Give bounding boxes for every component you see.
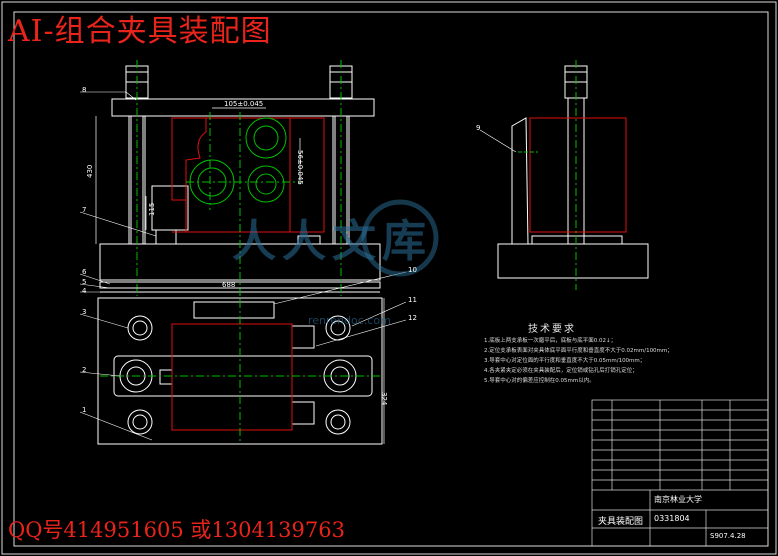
dimension-base-height: 324 bbox=[380, 392, 388, 406]
top-view bbox=[97, 297, 383, 445]
side-view bbox=[497, 65, 649, 279]
title-block-drawing-name: 夹具装配图 bbox=[598, 517, 644, 527]
tech-requirement-item: 4.各夹紧夹定必须在夹具装配后，定位销或钻孔后打销孔定位； bbox=[484, 368, 638, 374]
tech-requirement-item: 5.导套中心对的偏差应控制在0.05mm以内。 bbox=[484, 378, 595, 384]
dimension-right-height: 56±0.045 bbox=[296, 150, 304, 185]
tech-requirement-item: 1.底板上两支承板一次磨平后，底板与底平面0.02↓； bbox=[484, 338, 617, 344]
part-label: 1 bbox=[82, 406, 87, 414]
guide-bores bbox=[136, 60, 342, 300]
watermark-logo bbox=[361, 199, 439, 277]
part-label: 11 bbox=[408, 296, 417, 304]
top-workpiece-hidden bbox=[171, 323, 293, 431]
part-label: 6 bbox=[82, 268, 87, 276]
part-label: 8 bbox=[82, 86, 87, 94]
part-label: 2 bbox=[82, 366, 87, 374]
title-block bbox=[591, 399, 769, 547]
tech-requirements-title: 技术要求 bbox=[528, 324, 576, 335]
part-label: 7 bbox=[82, 206, 87, 214]
locating-bar bbox=[193, 301, 275, 319]
part-label: 4 bbox=[82, 287, 87, 295]
base-plate-top bbox=[97, 297, 383, 445]
top-plate bbox=[111, 98, 375, 117]
inner-frame bbox=[13, 11, 769, 547]
part-label: 3 bbox=[82, 308, 87, 316]
title-block-code: 0331804 bbox=[654, 514, 690, 523]
title-block-school: 南京林业大学 bbox=[654, 495, 702, 504]
dimension-left-height: 430 bbox=[86, 164, 94, 178]
title-block-sheet: S907.4.28 bbox=[710, 532, 746, 540]
dimension-top-width: 105±0.045 bbox=[224, 100, 264, 108]
contact-text: QQ号414951605 或1304139763 bbox=[8, 518, 345, 542]
part-label: 10 bbox=[408, 266, 417, 274]
part-label: 5 bbox=[82, 278, 87, 286]
leader-lines bbox=[79, 91, 517, 441]
tech-requirement-item: 3.导套中心对定位面的平行度和垂直度不大于0.05mm/100mm； bbox=[484, 358, 646, 364]
part-label: 12 bbox=[408, 314, 417, 322]
front-workpiece-hidden bbox=[171, 117, 325, 233]
side-workpiece-hidden bbox=[529, 117, 627, 233]
part-label: 9 bbox=[476, 124, 481, 132]
watermark-text: 人人文库 bbox=[232, 216, 432, 267]
side-base bbox=[497, 243, 649, 279]
front-dimensions bbox=[95, 107, 380, 289]
tech-requirement-item: 2.定位支承板表面对夹具体底平面平行度和垂直度不大于0.02mm/100mm； bbox=[484, 348, 673, 354]
watermark-url: renrendoc.com bbox=[308, 314, 391, 327]
dimension-small-height: 115 bbox=[148, 202, 156, 216]
dimension-base-width: 688 bbox=[222, 281, 236, 289]
drawing-title: AI-组合夹具装配图 bbox=[8, 14, 272, 49]
